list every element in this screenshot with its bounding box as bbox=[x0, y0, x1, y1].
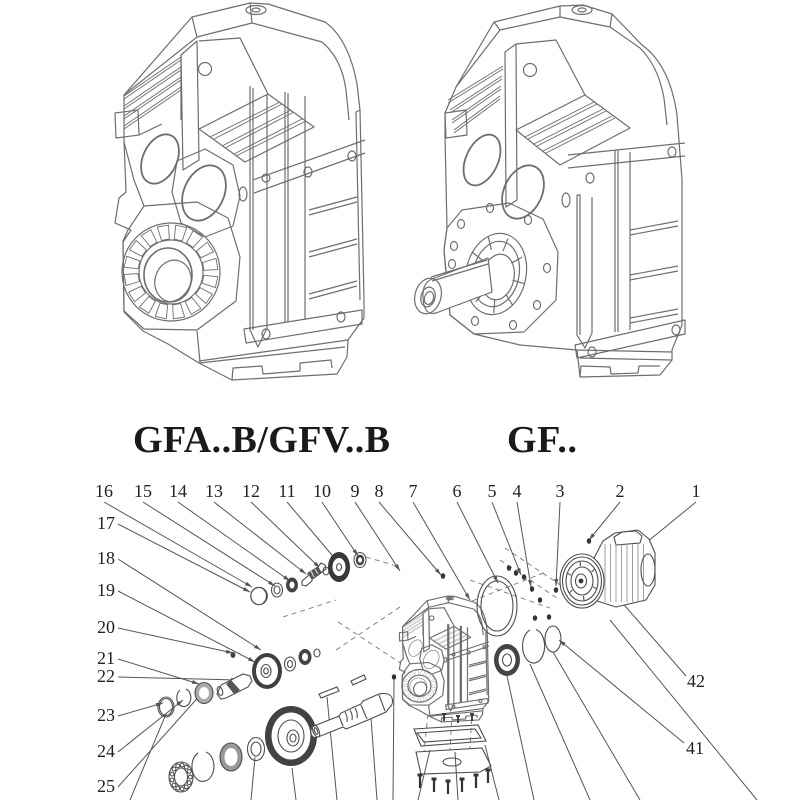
svg-text:24: 24 bbox=[97, 741, 115, 761]
svg-text:41: 41 bbox=[686, 738, 704, 758]
svg-text:21: 21 bbox=[97, 648, 115, 668]
svg-text:42: 42 bbox=[687, 671, 705, 691]
svg-text:GFA..B/GFV..B: GFA..B/GFV..B bbox=[133, 419, 390, 461]
svg-text:3: 3 bbox=[556, 481, 565, 501]
svg-text:18: 18 bbox=[97, 548, 115, 568]
svg-text:14: 14 bbox=[169, 481, 187, 501]
svg-text:5: 5 bbox=[488, 481, 497, 501]
svg-text:6: 6 bbox=[453, 481, 462, 501]
svg-text:2: 2 bbox=[616, 481, 625, 501]
svg-text:20: 20 bbox=[97, 617, 115, 637]
svg-text:16: 16 bbox=[95, 481, 113, 501]
svg-text:17: 17 bbox=[97, 513, 115, 533]
svg-text:1: 1 bbox=[692, 481, 701, 501]
svg-text:9: 9 bbox=[351, 481, 360, 501]
svg-text:23: 23 bbox=[97, 705, 115, 725]
svg-text:11: 11 bbox=[278, 481, 295, 501]
svg-text:12: 12 bbox=[242, 481, 260, 501]
svg-text:7: 7 bbox=[409, 481, 418, 501]
svg-text:22: 22 bbox=[97, 666, 115, 686]
svg-text:10: 10 bbox=[313, 481, 331, 501]
svg-text:19: 19 bbox=[97, 580, 115, 600]
svg-text:13: 13 bbox=[205, 481, 223, 501]
svg-text:25: 25 bbox=[97, 776, 115, 796]
svg-text:4: 4 bbox=[513, 481, 522, 501]
svg-text:GF..: GF.. bbox=[507, 419, 577, 461]
svg-text:8: 8 bbox=[375, 481, 384, 501]
svg-text:15: 15 bbox=[134, 481, 152, 501]
